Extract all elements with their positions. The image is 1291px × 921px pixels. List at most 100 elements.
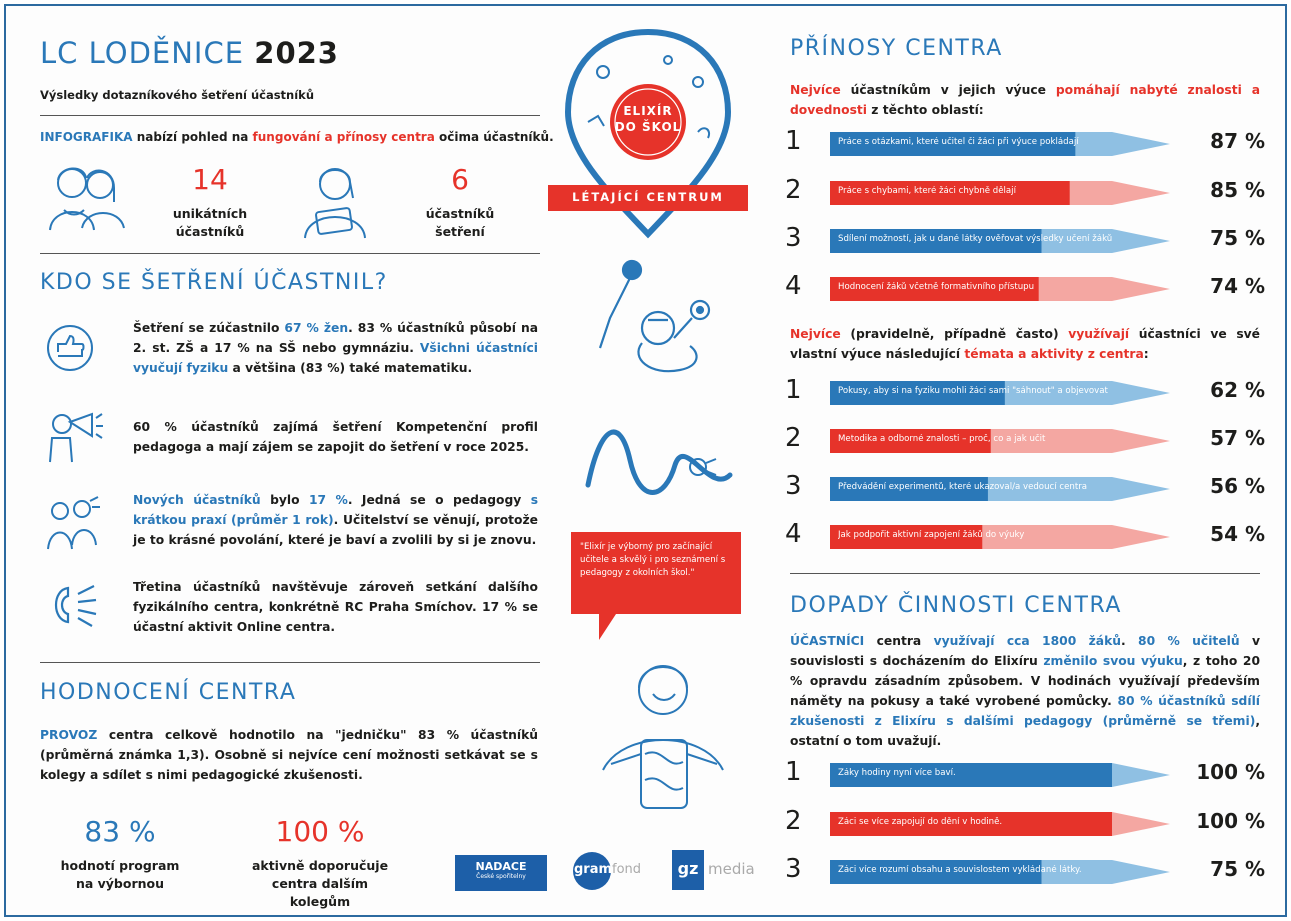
person-cylinder-icon: [602, 665, 724, 809]
bar-label: Předvádění experimentů, které ukazoval/a…: [838, 482, 1087, 492]
thumbs-up-icon: [47, 325, 93, 371]
bar-mark: Sdílení možností, jak u dané látky ověřo…: [830, 229, 1170, 253]
stat-unique-label: unikátních účastníků: [172, 206, 248, 239]
rating-text: PROVOZ centra celkově hodnotilo na "jedn…: [40, 728, 538, 782]
bar-row: 3 Předvádění experimentů, které ukazoval/…: [785, 471, 1270, 507]
page-title: LC LODĚNICE 2023: [40, 36, 339, 70]
quote-text: "Elixír je výborný pro začínající učitel…: [580, 542, 726, 578]
section-title-rating: HODNOCENÍ CENTRA: [40, 680, 297, 705]
person-tablet-icon: [304, 168, 366, 239]
rating-recommend-label: aktivně doporučuje centra dalším kolegům: [251, 858, 389, 909]
bar-rank: 1: [785, 757, 802, 787]
teachers-icon: [47, 496, 100, 550]
quote-bubble: [571, 532, 741, 640]
bar-percent: 85 %: [1210, 178, 1265, 202]
bar-percent: 100 %: [1196, 809, 1265, 833]
badge-text: ELIXÍR DO ŠKOL: [614, 104, 682, 134]
bar-mark: Práce s chybami, které žáci chybně dělaj…: [830, 181, 1170, 205]
title-main: LC LODĚNICE: [40, 36, 245, 70]
page-subtitle: Výsledky dotazníkového šetření účastníků: [40, 88, 315, 102]
bar-label: Žáci více rozumí obsahu a souvislostem v…: [838, 865, 1082, 875]
gzmedia-logo-mark: gz: [672, 850, 704, 890]
bar-label: Hodnocení žáků včetně formativního příst…: [838, 282, 1035, 292]
bar-mark: Jak podpořit aktivní zapojení žáků do vý…: [830, 525, 1170, 549]
bar-label: Pokusy, aby si na fyziku mohli žáci sami…: [838, 386, 1108, 396]
bar-label: Práce s chybami, které žáci chybně dělaj…: [838, 186, 1016, 196]
bar-rank: 2: [785, 423, 802, 453]
rating-recommend-value: 100 %: [275, 815, 365, 848]
gramofond-logo-mark: [573, 852, 611, 890]
section-title-benefits: PŘÍNOSY CENTRA: [790, 36, 1003, 61]
who-block-3: Nových účastníků bylo 17 %. Jedná se o p…: [133, 493, 539, 547]
impact-text: ÚČASTNÍCI centra využívají cca 1800 žáků…: [790, 634, 1260, 748]
divider: [40, 662, 540, 663]
bar-rank: 1: [785, 126, 802, 156]
bar-row: 3 Sdílení možností, jak u dané látky ověř…: [785, 223, 1270, 259]
gramofond-logo-text: gramo: [574, 862, 621, 877]
bar-mark: Pokusy, aby si na fyziku mohli žáci sami…: [830, 381, 1170, 405]
bar-percent: 62 %: [1210, 378, 1265, 402]
nadace-logo: NADACE České spořitelny: [455, 855, 547, 891]
bar-row: 2 Práce s chybami, které žáci chybně děla…: [785, 175, 1270, 211]
bar-percent: 57 %: [1210, 426, 1265, 450]
bar-percent: 75 %: [1210, 857, 1265, 881]
bar-percent: 87 %: [1210, 129, 1265, 153]
bar-percent: 75 %: [1210, 226, 1265, 250]
who-block-2: 60 % účastníků zajímá šetření Kompetenčn…: [133, 420, 538, 454]
bar-rank: 3: [785, 223, 802, 253]
divider: [40, 253, 540, 254]
bar-percent: 54 %: [1210, 522, 1265, 546]
badge-ribbon: LÉTAJÍCÍ CENTRUM: [572, 190, 724, 204]
bar-mark: Předvádění experimentů, které ukazoval/a…: [830, 477, 1170, 501]
bar-rank: 4: [785, 271, 802, 301]
usage-intro: Nejvíce (pravidelně, případně často) vyu…: [790, 327, 1260, 361]
bar-label: Jak podpořit aktivní zapojení žáků do vý…: [838, 530, 1025, 540]
bar-percent: 56 %: [1210, 474, 1265, 498]
bar-percent: 100 %: [1196, 760, 1265, 784]
bar-row: 2 Žáci se více zapojují do dění v hodině.…: [785, 806, 1270, 842]
bar-label: Sdílení možností, jak u dané látky ověřo…: [838, 234, 1113, 244]
who-block-4: Třetina účastníků navštěvuje zároveň set…: [133, 580, 538, 634]
bar-mark: Metodika a odborné znalosti – proč, co a…: [830, 429, 1170, 453]
section-title-who: KDO SE ŠETŘENÍ ÚČASTNIL?: [40, 270, 388, 295]
stat-respondents-label: účastníků šetření: [425, 206, 495, 239]
bar-rank: 3: [785, 854, 802, 884]
who-block-1: Šetření se zúčastnilo 67 % žen. 83 % úča…: [133, 321, 539, 375]
bar-rank: 1: [785, 375, 802, 405]
two-people-icon: [49, 167, 125, 231]
person-megaphone-icon: [49, 412, 103, 463]
bar-label: Práce s otázkami, které učitel či žáci p…: [838, 137, 1079, 147]
person-experiment-icon: [598, 259, 711, 373]
bar-mark: Žáci více rozumí obsahu a souvislostem v…: [830, 860, 1170, 884]
bar-rank: 2: [785, 806, 802, 836]
bar-row: 4 Jak podpořit aktivní zapojení žáků do v…: [785, 519, 1270, 555]
bar-mark: Žáky hodiny nyní více baví.: [830, 763, 1170, 787]
stat-respondents-value: 6: [451, 163, 469, 196]
divider: [40, 115, 540, 116]
bar-row: 2 Metodika a odborné znalosti – proč, co …: [785, 423, 1270, 459]
bar-mark: Práce s otázkami, které učitel či žáci p…: [830, 132, 1170, 156]
bar-rank: 4: [785, 519, 802, 549]
bar-rank: 3: [785, 471, 802, 501]
divider: [790, 573, 1260, 574]
benefits-intro: Nejvíce účastníkům v jejich výuce pomáha…: [790, 83, 1261, 117]
gzmedia-logo-text: media: [708, 860, 755, 878]
bar-row: 1 Žáky hodiny nyní více baví. 100 %: [785, 757, 1270, 793]
magnet-icon: [54, 585, 97, 627]
gramofond-logo-suffix: fond: [612, 862, 642, 877]
bar-label: Žáci se více zapojují do dění v hodině.: [838, 817, 1003, 827]
section-title-impact: DOPADY ČINNOSTI CENTRA: [790, 593, 1122, 618]
rating-excellent-value: 83 %: [84, 815, 156, 848]
bar-rank: 2: [785, 175, 802, 205]
bar-row: 1 Pokusy, aby si na fyziku mohli žáci sam…: [785, 375, 1270, 411]
rope-wave-icon: [585, 429, 733, 495]
bar-label: Metodika a odborné znalosti – proč, co a…: [838, 434, 1046, 444]
intro-text: INFOGRAFIKA nabízí pohled na fungování a…: [40, 130, 554, 144]
bar-label: Žáky hodiny nyní více baví.: [838, 768, 956, 778]
bar-row: 3 Žáci více rozumí obsahu a souvislostem …: [785, 854, 1270, 890]
bar-row: 1 Práce s otázkami, které učitel či žáci …: [785, 126, 1270, 162]
bar-mark: Hodnocení žáků včetně formativního příst…: [830, 277, 1170, 301]
elixir-badge: [548, 28, 748, 239]
bar-row: 4 Hodnocení žáků včetně formativního přís…: [785, 271, 1270, 307]
bar-percent: 74 %: [1210, 274, 1265, 298]
